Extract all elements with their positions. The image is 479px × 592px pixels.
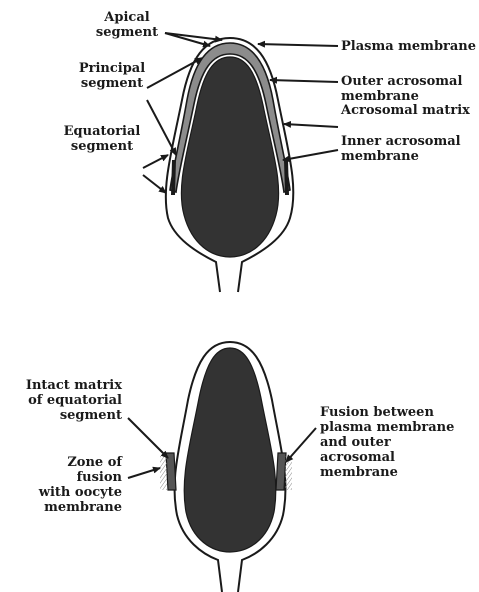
arrow-intact-matrix bbox=[128, 418, 168, 458]
label-principal-segment: Principal segment bbox=[72, 61, 152, 91]
arrow-outer bbox=[270, 80, 338, 82]
equatorial-remnant-right bbox=[276, 453, 286, 490]
arrow-principal-2 bbox=[147, 100, 176, 155]
intact-sperm-head bbox=[166, 38, 294, 292]
fusion-zone-left bbox=[160, 456, 167, 490]
arrow-zone-fusion bbox=[128, 468, 160, 478]
label-apical-segment: Apical segment bbox=[88, 10, 166, 40]
label-equatorial-segment: Equatorial segment bbox=[56, 124, 148, 154]
label-intact-matrix: Intact matrix of equatorial segment bbox=[10, 378, 122, 423]
arrow-inner bbox=[283, 150, 338, 160]
label-fusion-between: Fusion between plasma membrane and outer… bbox=[320, 405, 454, 480]
arrow-equatorial-1 bbox=[143, 155, 168, 168]
reacted-sperm-head bbox=[160, 342, 292, 592]
arrow-equatorial-2 bbox=[143, 175, 166, 193]
label-acrosomal-matrix: Acrosomal matrix bbox=[341, 103, 470, 118]
arrow-plasma bbox=[258, 44, 338, 46]
label-inner-acrosomal-membrane: Inner acrosomal membrane bbox=[341, 134, 461, 164]
arrow-matrix bbox=[284, 124, 338, 127]
arrow-fusion-between bbox=[286, 428, 316, 462]
label-outer-acrosomal-membrane: Outer acrosomal membrane bbox=[341, 74, 462, 104]
equatorial-remnant-left bbox=[166, 453, 176, 490]
label-plasma-membrane: Plasma membrane bbox=[341, 39, 476, 54]
label-zone-of-fusion: Zone of fusion with oocyte membrane bbox=[20, 455, 122, 515]
